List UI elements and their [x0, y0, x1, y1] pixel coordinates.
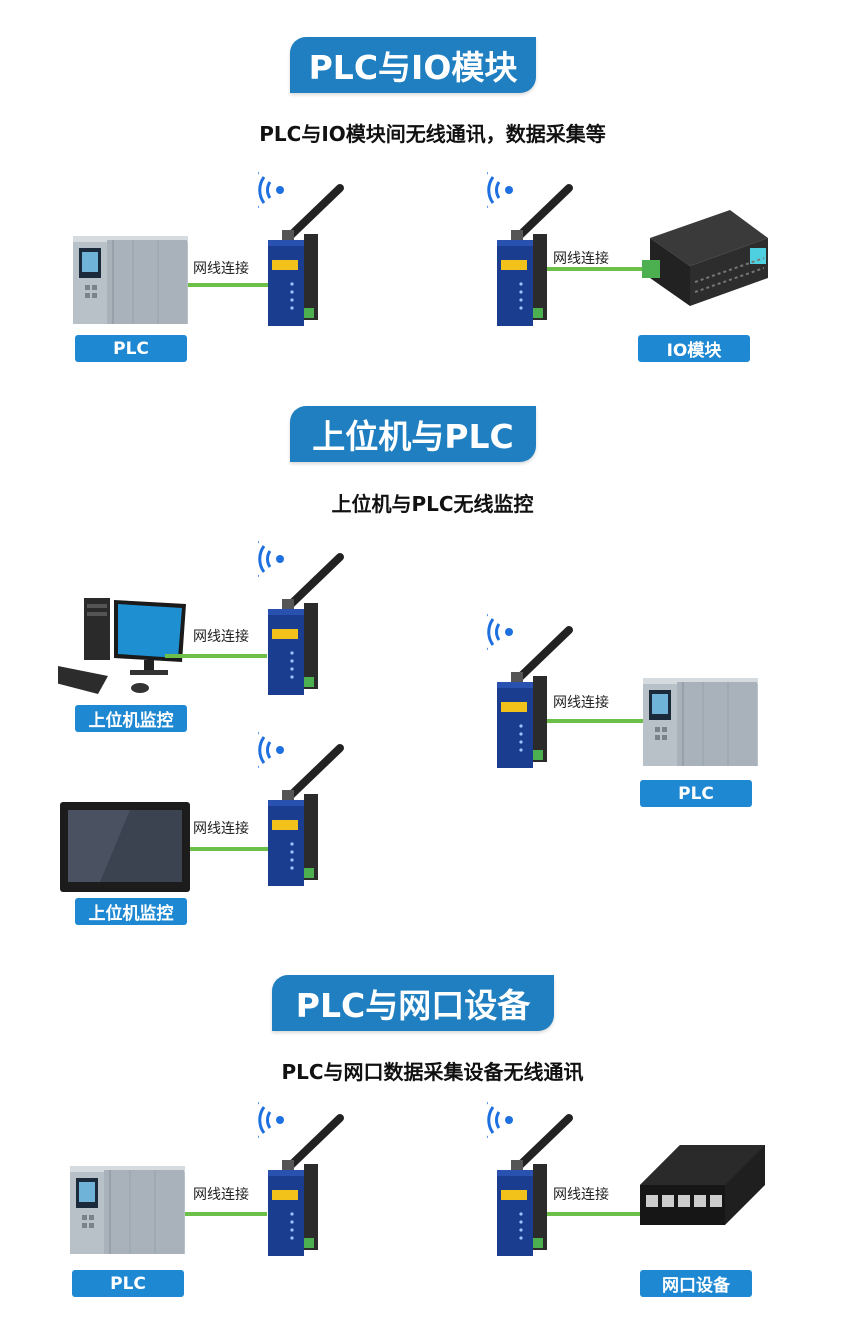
desktop-pc-icon	[58, 598, 188, 698]
link-label: 网线连接	[193, 1187, 249, 1203]
io-module-icon	[640, 208, 770, 308]
device-label-host-monitor: 上位机监控	[75, 705, 187, 732]
device-label-network-device: 网口设备	[640, 1270, 752, 1297]
ethernet-cable	[547, 719, 647, 723]
link-label: 网线连接	[553, 1187, 609, 1203]
ethernet-cable	[547, 1212, 647, 1216]
section-1-subtitle: PLC与IO模块间无线通讯，数据采集等	[259, 122, 606, 146]
device-label-plc: PLC	[75, 335, 187, 362]
section-3-title-banner: PLC与网口设备	[272, 975, 554, 1031]
link-label: 网线连接	[193, 821, 249, 837]
ethernet-cable	[165, 654, 267, 658]
router-icon	[258, 537, 368, 697]
device-label-io-module: IO模块	[638, 335, 750, 362]
device-label-host-monitor: 上位机监控	[75, 898, 187, 925]
link-label: 网线连接	[193, 261, 249, 277]
plc-icon	[70, 1160, 185, 1255]
ethernet-cable	[190, 847, 268, 851]
ethernet-cable	[547, 267, 647, 271]
section-2-subtitle: 上位机与PLC无线监控	[331, 492, 534, 516]
link-label: 网线连接	[553, 251, 609, 267]
link-label: 网线连接	[193, 629, 249, 645]
link-label: 网线连接	[553, 695, 609, 711]
router-icon	[258, 1098, 368, 1258]
device-label-plc: PLC	[640, 780, 752, 807]
network-switch-icon	[640, 1145, 765, 1255]
router-icon	[258, 168, 368, 328]
plc-icon	[73, 230, 188, 325]
router-icon	[487, 1098, 597, 1258]
device-label-plc: PLC	[72, 1270, 184, 1297]
hmi-panel-icon	[60, 802, 190, 892]
section-1-title-banner: PLC与IO模块	[290, 37, 536, 93]
section-2-title-banner: 上位机与PLC	[290, 406, 536, 462]
ethernet-cable	[185, 1212, 267, 1216]
section-3-subtitle: PLC与网口数据采集设备无线通讯	[281, 1060, 584, 1084]
router-icon	[487, 610, 597, 770]
ethernet-cable	[188, 283, 268, 287]
plc-icon	[643, 672, 758, 767]
router-icon	[258, 728, 368, 888]
